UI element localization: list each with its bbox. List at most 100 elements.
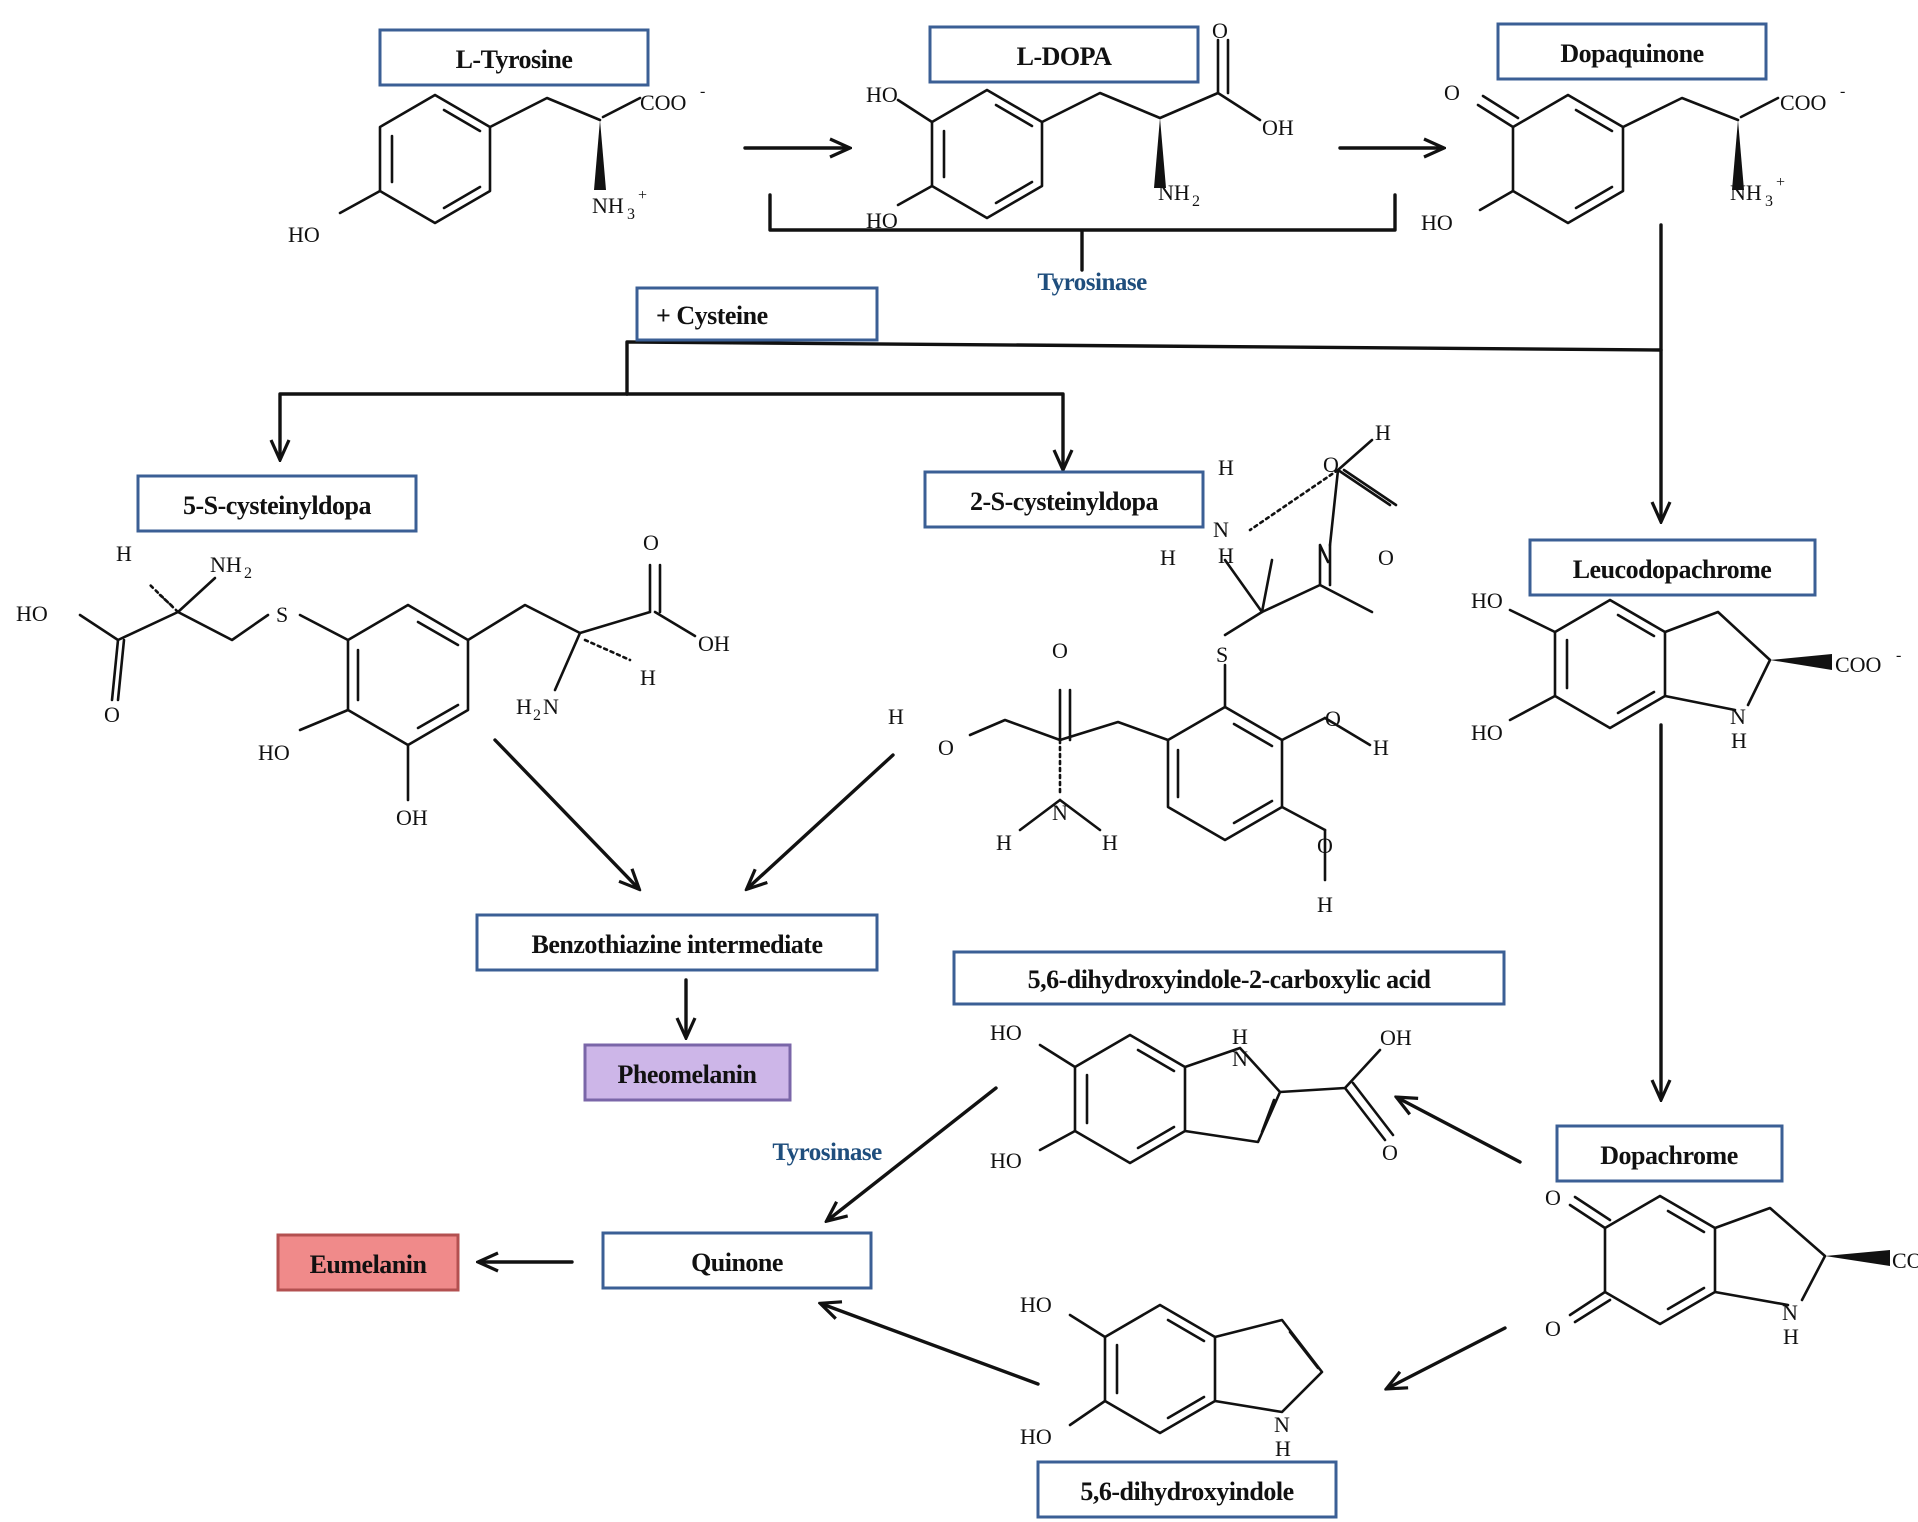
atom-ho: HO	[990, 1020, 1022, 1045]
arrow-2s-to-benzothiazine	[748, 753, 895, 888]
atom-h: H	[888, 704, 904, 729]
atom-o: O	[1325, 706, 1341, 731]
atom-h2n-n: N	[543, 694, 559, 719]
atom-h: H	[1160, 545, 1176, 570]
atom-s: S	[1216, 642, 1228, 667]
atom-n: N	[1052, 800, 1068, 825]
atom-n: N	[1232, 1046, 1248, 1071]
cysteine-box	[635, 286, 879, 342]
atom-h: H	[1731, 728, 1747, 753]
5s-cysteinyldopa-box	[136, 474, 418, 533]
atom-ho: HO	[866, 208, 898, 233]
dhica-box	[952, 950, 1506, 1006]
arrow-to-2s-cysteinyldopa	[625, 392, 1063, 468]
arrow-to-5s-cysteinyldopa	[280, 392, 629, 458]
arrow-dopachrome-to-dhica	[1398, 1098, 1522, 1164]
pheomelanin-box	[583, 1043, 792, 1102]
atom-o: O	[643, 530, 659, 555]
atom-ho: HO	[1471, 720, 1503, 745]
ldopa-label: L-DOPA	[1017, 42, 1112, 71]
arrow-5s-to-benzothiazine	[493, 738, 638, 888]
arrow-dopachrome-to-dhi	[1388, 1326, 1507, 1388]
pheomelanin-label: Pheomelanin	[618, 1060, 758, 1089]
structure-dopaquinone: O HO COO - NH 3 +	[1421, 80, 1845, 235]
atom-charge-plus: +	[1776, 174, 1785, 191]
quinone-label: Quinone	[691, 1248, 783, 1277]
tyrosine-label: L-Tyrosine	[456, 45, 573, 74]
atom-sub-3: 3	[1765, 193, 1773, 210]
atom-oh: OH	[396, 805, 428, 830]
atom-oh: OH	[698, 631, 730, 656]
atom-ho: HO	[1020, 1292, 1052, 1317]
structure-dhica: H N OH O HO HO	[990, 1020, 1412, 1173]
leucodopachrome-box	[1528, 538, 1817, 597]
atom-n: N	[1213, 517, 1229, 542]
atom-h: H	[116, 541, 132, 566]
atom-charge-plus: +	[638, 187, 647, 204]
atom-sub-3: 3	[627, 206, 635, 223]
atom-h: H	[996, 830, 1012, 855]
benzothiazine-box	[475, 913, 879, 972]
2s-cysteinyldopa-label: 2-S-cysteinyldopa	[970, 487, 1158, 516]
atom-coo: COO	[640, 90, 686, 115]
cysteine-branch-line	[625, 340, 1663, 396]
atom-o: O	[1545, 1316, 1561, 1341]
atom-nh2: NH	[1158, 180, 1190, 205]
atom-ho: HO	[990, 1148, 1022, 1173]
dhica-label: 5,6-dihydroxyindole-2-carboxylic acid	[1028, 965, 1432, 994]
2s-cysteinyldopa-box	[923, 470, 1205, 529]
atom-sub-2: 2	[1192, 193, 1200, 210]
structure-l-tyrosine: COO - NH 3 + HO	[288, 83, 705, 247]
dhi-box	[1036, 1460, 1338, 1519]
structure-2s-cysteinyldopa: S H N H H O H O O H O H O O H N H H	[888, 420, 1398, 917]
ldopa-box	[928, 25, 1200, 84]
dopachrome-label: Dopachrome	[1600, 1141, 1738, 1170]
atom-h2n-h: H	[516, 694, 532, 719]
atom-sub-2: 2	[533, 707, 541, 724]
arrow-dhica-to-quinone	[828, 1086, 998, 1220]
atom-nh3: NH	[592, 193, 624, 218]
atom-h: H	[1783, 1324, 1799, 1349]
atom-h: H	[1232, 1024, 1248, 1049]
atom-o: O	[1545, 1185, 1561, 1210]
atom-h: H	[1275, 1436, 1291, 1461]
structure-5s-cysteinyldopa: S HO O H NH 2 O OH H H 2 N HO OH	[16, 530, 730, 830]
atom-o: O	[1382, 1140, 1398, 1165]
atom-ho: HO	[1421, 210, 1453, 235]
atom-charge-minus: -	[700, 83, 705, 100]
atom-ho: HO	[258, 740, 290, 765]
eumelanin-label: Eumelanin	[310, 1250, 428, 1279]
atom-h: H	[1218, 543, 1234, 568]
quinone-box	[601, 1231, 873, 1290]
leucodopachrome-label: Leucodopachrome	[1573, 555, 1772, 584]
atom-o: O	[1378, 545, 1394, 570]
atom-o: O	[1444, 80, 1460, 105]
atom-ho: HO	[1020, 1424, 1052, 1449]
atom-ho: HO	[288, 222, 320, 247]
atom-n: N	[1274, 1412, 1290, 1437]
atom-n: N	[1782, 1300, 1798, 1325]
structure-dopachrome: O O N H CO	[1545, 1185, 1918, 1349]
atom-coo-cut: CO	[1892, 1248, 1918, 1273]
structure-leucodopachrome: COO - N H HO HO	[1471, 588, 1901, 753]
arrow-dhi-to-quinone	[822, 1304, 1040, 1386]
atom-o: O	[104, 702, 120, 727]
atom-nh3: NH	[1730, 180, 1762, 205]
atom-charge-minus: -	[1896, 647, 1901, 664]
atom-ho: HO	[16, 601, 48, 626]
atom-coo: COO	[1780, 90, 1826, 115]
tyrosinase-label-top: Tyrosinase	[1037, 269, 1147, 296]
flow-arrows	[280, 148, 1661, 1388]
dopaquinone-box	[1496, 22, 1768, 81]
cysteine-label: + Cysteine	[656, 301, 768, 330]
5s-cysteinyldopa-label: 5-S-cysteinyldopa	[183, 491, 371, 520]
tyrosinase-bracket	[768, 193, 1397, 272]
atom-charge-minus: -	[1840, 83, 1845, 100]
tyrosine-box	[378, 28, 650, 87]
structure-l-dopa: O OH NH 2 HO HO	[866, 18, 1294, 233]
atom-ho: HO	[866, 82, 898, 107]
dopachrome-box	[1555, 1124, 1784, 1183]
atom-ho: HO	[1471, 588, 1503, 613]
atom-sub-2: 2	[244, 565, 252, 582]
